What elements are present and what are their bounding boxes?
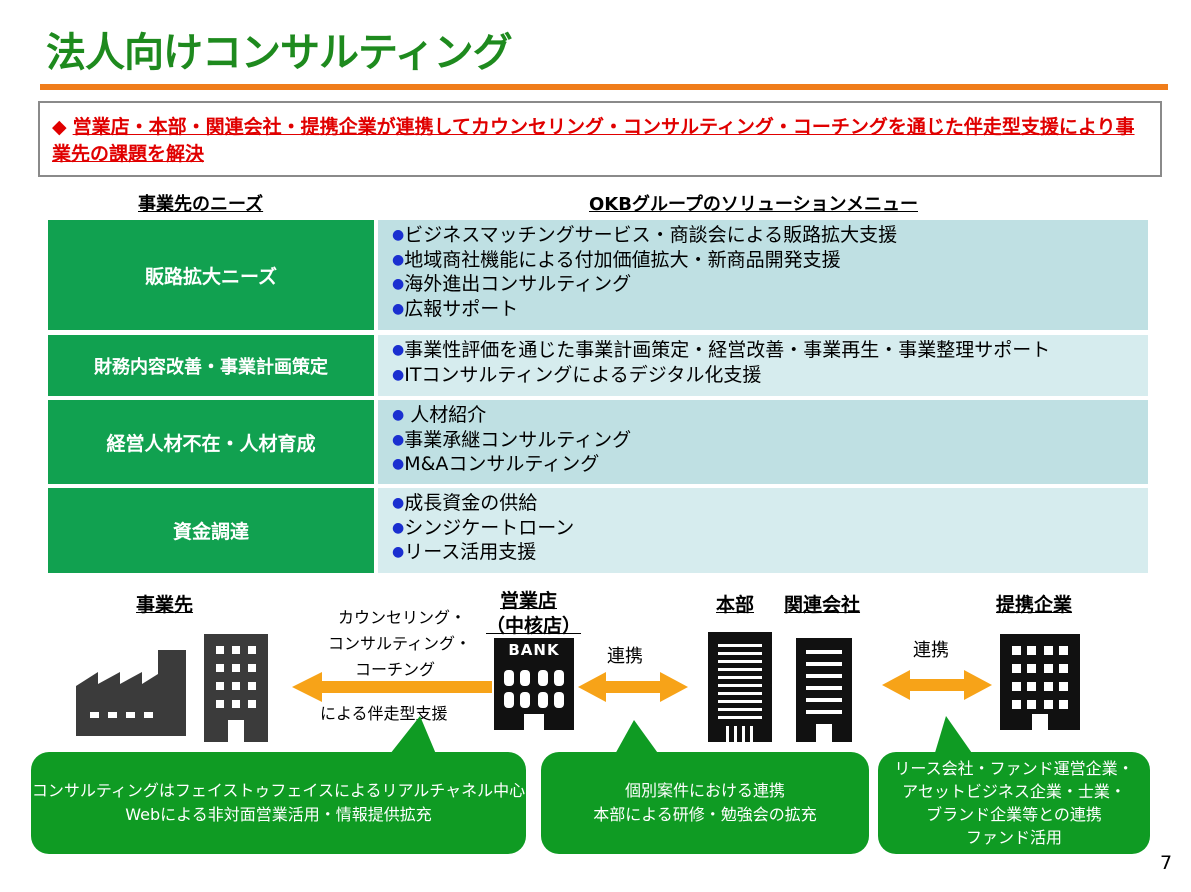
bullet-icon: ● <box>392 276 405 292</box>
support-tail-text: による伴走型支援 <box>320 704 448 723</box>
branch-sublabel: （中核店） <box>486 615 582 637</box>
partner-label: 提携企業 <box>996 594 1073 616</box>
menu-item: ●事業性評価を通じた事業計画策定・経営改善・事業再生・事業整理サポート <box>392 339 1051 361</box>
bubble-partner-notes: リース会社・ファンド運営企業・ アセットビジネス企業・士業・ ブランド企業等との… <box>878 752 1150 854</box>
menu-cell-sales: ●ビジネスマッチングサービス・商談会による販路拡大支援 ●地域商社機能による付加… <box>378 220 1148 330</box>
support-text-line: コンサルティング・ <box>328 634 472 653</box>
bullet-icon: ● <box>392 456 405 472</box>
needs-column-header: 事業先のニーズ <box>138 194 264 215</box>
double-arrow-icon <box>578 672 688 702</box>
summary-body: 営業店・本部・関連会社・提携企業が連携してカウンセリング・コンサルティング・コー… <box>52 116 1135 165</box>
bullet-icon: ● <box>392 431 405 448</box>
need-cell-sales: 販路拡大ニーズ <box>48 220 374 330</box>
bullet-icon: ● <box>392 495 405 511</box>
need-cell-funding: 資金調達 <box>48 488 374 573</box>
link-label-right: 連携 <box>913 640 949 661</box>
bullet-icon: ● <box>392 407 405 423</box>
page-title: 法人向けコンサルティング <box>46 30 513 76</box>
menu-item: ●事業承継コンサルティング <box>392 428 632 451</box>
bullet-icon: ● <box>392 251 405 268</box>
menu-item: ●ビジネスマッチングサービス・商談会による販路拡大支援 <box>392 224 898 246</box>
summary-box <box>38 101 1162 177</box>
hq-label: 本部 <box>716 594 755 616</box>
double-arrow-icon <box>882 670 992 700</box>
bullet-icon: ● <box>392 519 405 536</box>
menu-item: ● 人材紹介 <box>392 404 487 426</box>
bubble-branch-notes: コンサルティングはフェイストゥフェイスによるリアルチャネル中心 Webによる非対… <box>31 752 526 854</box>
support-text-line: コーチング <box>355 660 436 679</box>
bullet-icon: ● <box>392 544 405 560</box>
bullet-icon: ● <box>392 300 405 317</box>
factory-icon <box>76 650 186 736</box>
menu-cell-funding: ●成長資金の供給 ●シンジケートローン ●リース活用支援 <box>378 488 1148 573</box>
summary-text: ◆営業店・本部・関連会社・提携企業が連携してカウンセリング・コンサルティング・コ… <box>52 114 1152 168</box>
need-label: 財務内容改善・事業計画策定 <box>94 356 328 378</box>
bubble-hq-notes: 個別案件における連携 本部による研修・勉強会の拡充 <box>541 752 869 854</box>
affiliate-label: 関連会社 <box>784 594 861 616</box>
menu-item: ●リース活用支援 <box>392 541 537 563</box>
menu-item: ●シンジケートローン <box>392 516 575 539</box>
support-arrow <box>292 672 492 702</box>
office-building-icon <box>204 634 268 742</box>
link-label-left: 連携 <box>607 646 643 667</box>
need-cell-talent: 経営人材不在・人材育成 <box>48 400 374 484</box>
support-text-line: カウンセリング・ <box>338 608 467 627</box>
bank-sign: BANK <box>508 641 560 659</box>
menu-item: ●ITコンサルティングによるデジタル化支援 <box>392 363 762 386</box>
bullet-icon: ● <box>392 342 405 358</box>
menu-cell-finance: ●事業性評価を通じた事業計画策定・経営改善・事業再生・事業整理サポート ●ITコ… <box>378 335 1148 396</box>
menu-item: ●成長資金の供給 <box>392 492 538 514</box>
bullet-icon: ● <box>392 227 405 243</box>
diamond-icon: ◆ <box>52 116 67 138</box>
menu-item: ●広報サポート <box>392 297 519 320</box>
headquarters-building-icon <box>708 632 772 742</box>
title-underline <box>40 84 1168 90</box>
menu-column-header: OKBグループのソリューションメニュー <box>589 194 918 215</box>
need-label: 資金調達 <box>172 521 249 543</box>
need-cell-finance: 財務内容改善・事業計画策定 <box>48 335 374 396</box>
menu-item: ●海外進出コンサルティング <box>392 273 632 295</box>
client-label: 事業先 <box>136 594 194 616</box>
menu-item: ●地域商社機能による付加価値拡大・新商品開発支援 <box>392 248 841 271</box>
need-label: 経営人材不在・人材育成 <box>106 432 316 455</box>
need-label: 販路拡大ニーズ <box>144 265 278 288</box>
menu-item: ●M&Aコンサルティング <box>392 453 600 475</box>
bullet-icon: ● <box>392 366 405 383</box>
page-number: 7 <box>1160 852 1173 874</box>
branch-label: 営業店 <box>500 590 558 612</box>
bank-icon <box>494 638 574 730</box>
affiliate-building-icon <box>796 638 852 742</box>
partner-building-icon <box>1000 634 1080 730</box>
menu-cell-talent: ● 人材紹介 ●事業承継コンサルティング ●M&Aコンサルティング <box>378 400 1148 484</box>
